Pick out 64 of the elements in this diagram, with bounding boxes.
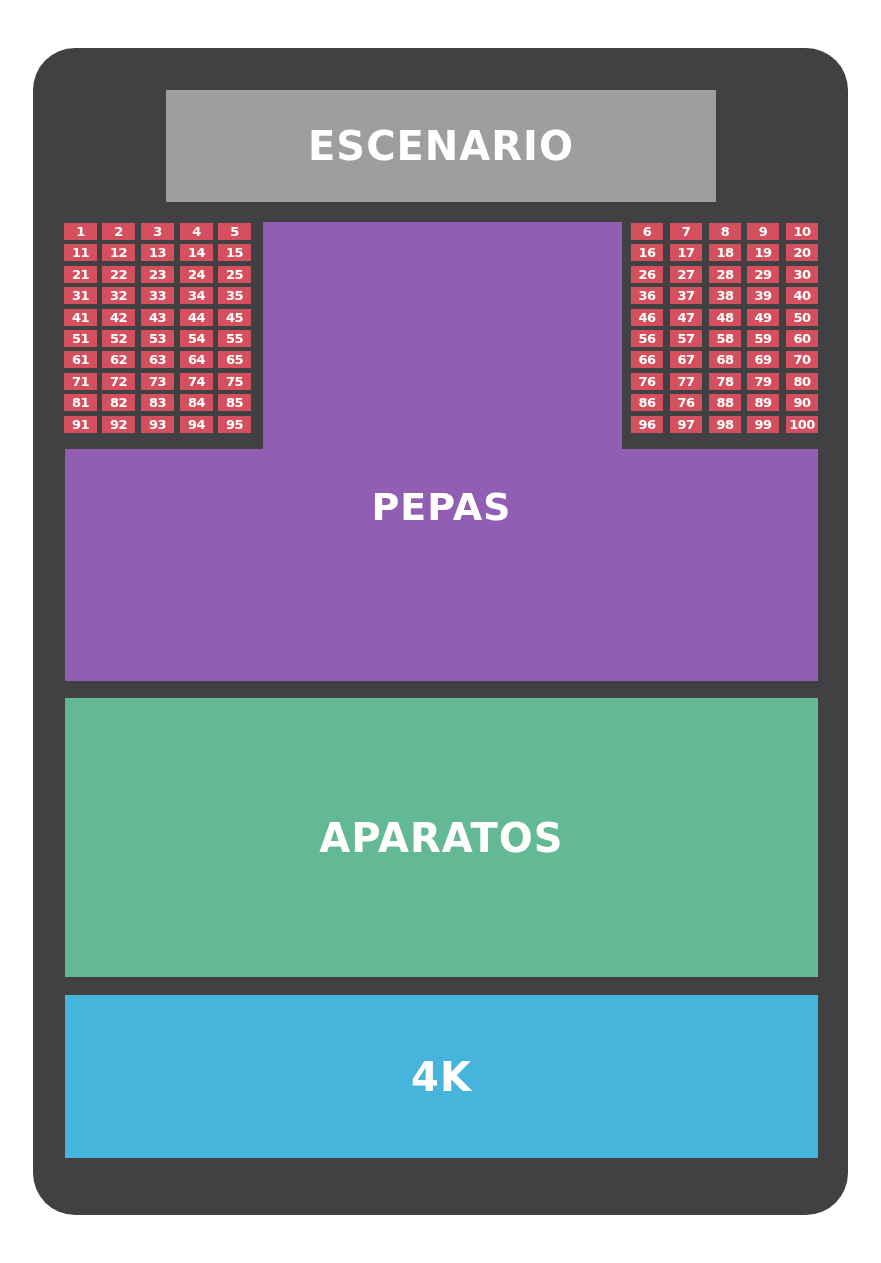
seat-box: 67	[670, 351, 702, 369]
seat-box: 33	[141, 287, 174, 305]
seat-box: 76	[670, 394, 702, 412]
seat-box: 60	[786, 330, 818, 347]
floor-zone: APARATOS	[65, 698, 818, 977]
seat-box: 52	[102, 330, 135, 347]
seat-box: 53	[141, 330, 174, 347]
seat-box: 89	[747, 394, 779, 412]
seat-box: 57	[670, 330, 702, 347]
seat-box: 58	[709, 330, 741, 347]
seat-box: 15	[218, 244, 251, 262]
seat-box: 85	[218, 394, 251, 412]
seat-box: 38	[709, 287, 741, 305]
seat-box: 65	[218, 351, 251, 369]
seat-box: 6	[631, 223, 663, 240]
seat-box: 70	[786, 351, 818, 369]
seat-box: 36	[631, 287, 663, 305]
seat-box: 8	[709, 223, 741, 240]
seat-box: 69	[747, 351, 779, 369]
seat-box: 61	[64, 351, 97, 369]
seat-box: 63	[141, 351, 174, 369]
zone-label: PEPAS	[371, 488, 512, 526]
seat-box: 34	[180, 287, 213, 305]
seat-box: 55	[218, 330, 251, 347]
seat-box: 12	[102, 244, 135, 262]
seat-box: 2	[102, 223, 135, 240]
seat-box: 10	[786, 223, 818, 240]
seat-box: 31	[64, 287, 97, 305]
seat-box: 54	[180, 330, 213, 347]
seat-box: 19	[747, 244, 779, 262]
seat-box: 14	[180, 244, 213, 262]
seat-box: 13	[141, 244, 174, 262]
seat-box: 83	[141, 394, 174, 412]
seat-box: 11	[64, 244, 97, 262]
seat-box: 68	[709, 351, 741, 369]
seat-box: 4	[180, 223, 213, 240]
seat-box: 1	[64, 223, 97, 240]
seat-box: 56	[631, 330, 663, 347]
seat-box: 35	[218, 287, 251, 305]
seat-box: 18	[709, 244, 741, 262]
seat-box: 5	[218, 223, 251, 240]
seat-box: 17	[670, 244, 702, 262]
seat-box: 20	[786, 244, 818, 262]
seat-box: 32	[102, 287, 135, 305]
stage-area: ESCENARIO	[166, 90, 716, 202]
seat-box: 66	[631, 351, 663, 369]
seat-box: 88	[709, 394, 741, 412]
seat-box: 81	[64, 394, 97, 412]
seat-box: 16	[631, 244, 663, 262]
seat-box: 62	[102, 351, 135, 369]
seat-box: 51	[64, 330, 97, 347]
seat-box: 40	[786, 287, 818, 305]
seat-box: 39	[747, 287, 779, 305]
seat-box: 37	[670, 287, 702, 305]
seat-box: 3	[141, 223, 174, 240]
seat-box: 82	[102, 394, 135, 412]
seat-box: 64	[180, 351, 213, 369]
floor-zone: 4K	[65, 995, 818, 1158]
seat-box: 90	[786, 394, 818, 412]
seat-box: 7	[670, 223, 702, 240]
seat-box: 59	[747, 330, 779, 347]
seat-box: 86	[631, 394, 663, 412]
seat-box: 9	[747, 223, 779, 240]
seat-box: 84	[180, 394, 213, 412]
